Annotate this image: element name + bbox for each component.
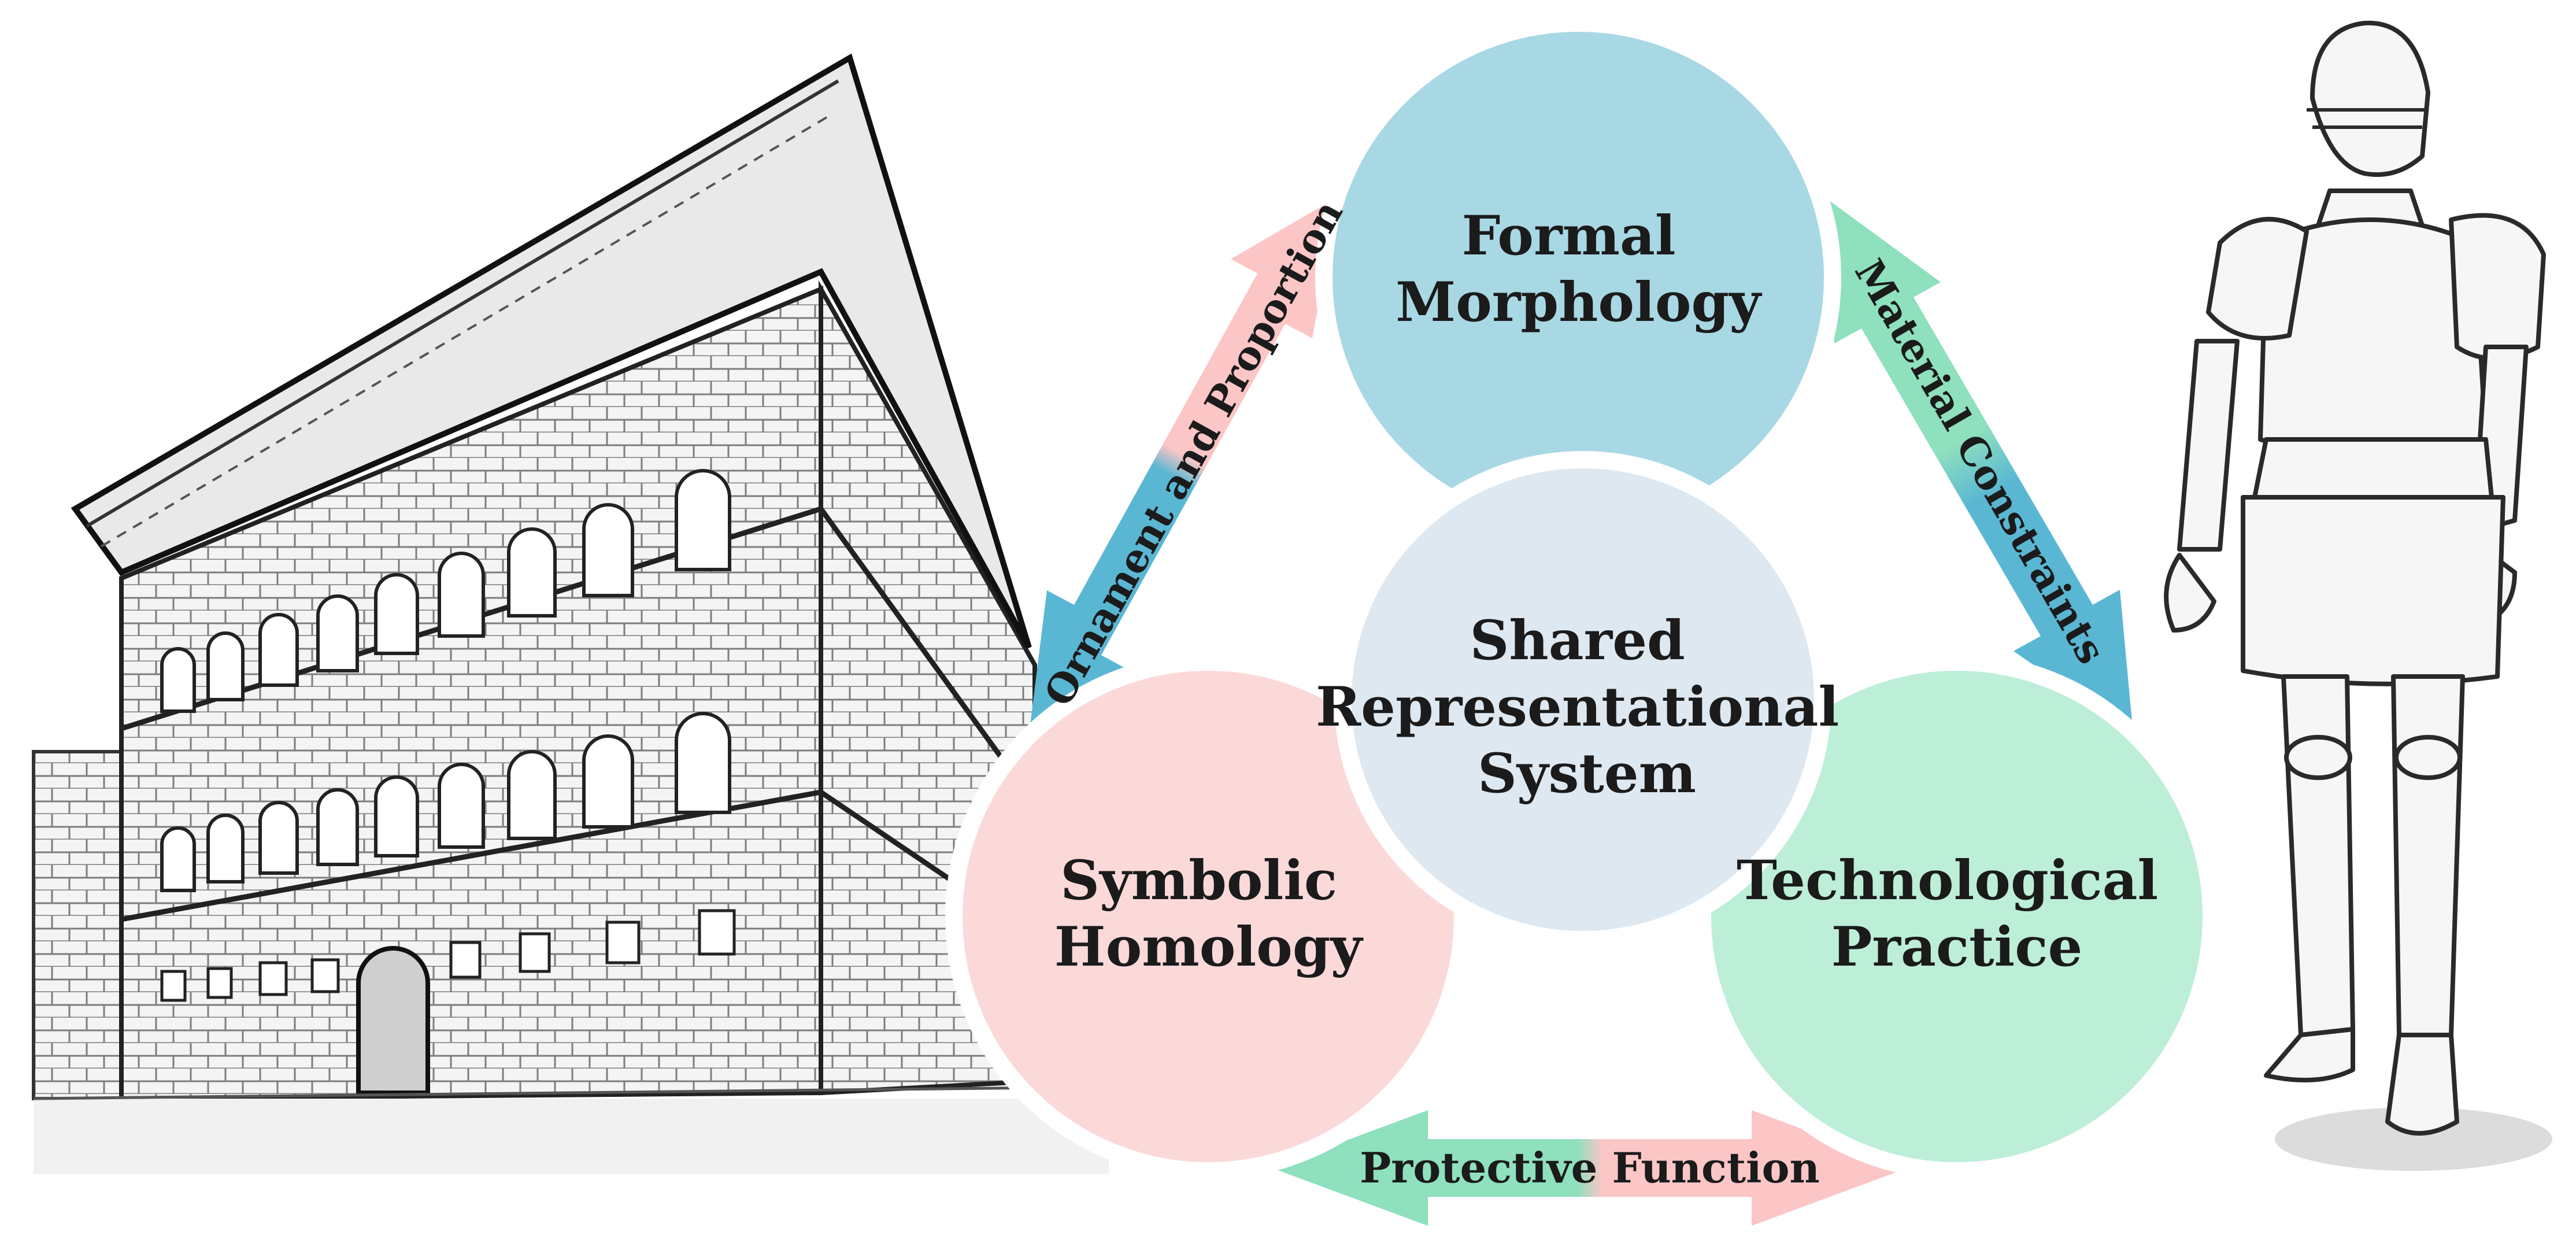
protective-function-label: Protective Function <box>1360 1143 1820 1192</box>
palazzo-sketch <box>32 53 1109 1174</box>
armor-sketch <box>2164 20 2552 1171</box>
symbolic-homology-label: Symbolic Homology <box>1054 849 1364 979</box>
material-constraints-label: Material Constraints <box>1845 252 2115 672</box>
technological-practice-label: Technological Practice <box>1737 849 2177 979</box>
protective-function-arrow <box>1272 1110 1908 1226</box>
shared-representational-system-label: Shared Representational System <box>1316 609 1858 805</box>
shared-representational-system-node <box>1334 451 1831 948</box>
ornament-and-proportion-label: Ornament and Proportion <box>1035 193 1352 714</box>
material-constraints-arrow <box>1824 197 2133 734</box>
ornament-and-proportion-arrow <box>1029 197 1338 734</box>
circles-layer <box>945 14 2220 1180</box>
formal-morphology-label: Formal Morphology <box>1396 204 1762 334</box>
